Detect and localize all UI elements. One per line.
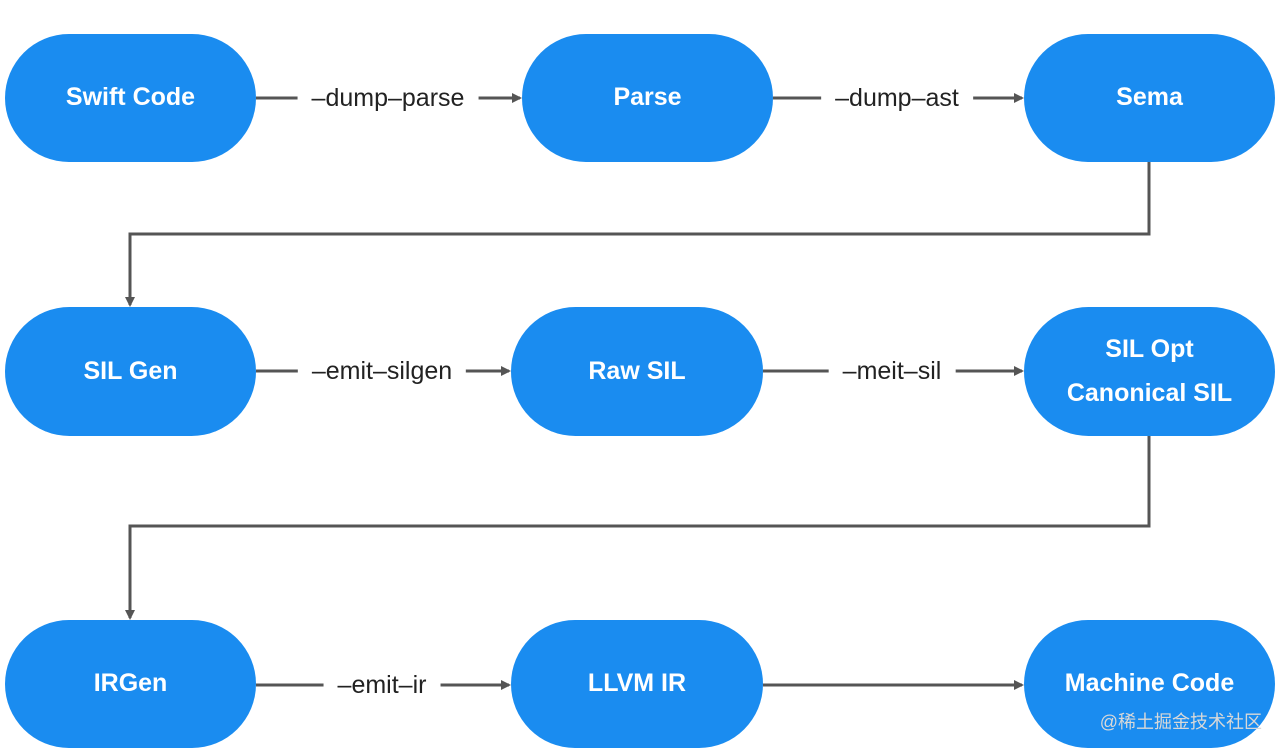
connector-silopt-to-irgen	[125, 436, 1151, 620]
node-sil-opt-label-line2: Canonical SIL	[1066, 378, 1233, 407]
edge-label-dump-ast: –dump–ast	[821, 83, 973, 113]
edge-label-dump-parse: –dump–parse	[297, 83, 479, 113]
node-swift-code-label: Swift Code	[65, 83, 196, 112]
connector-sema-to-silgen	[125, 162, 1151, 307]
edge-label-emit-silgen: –emit–silgen	[297, 356, 467, 386]
node-llvm-ir-label: LLVM IR	[587, 669, 687, 698]
node-irgen-label: IRGen	[93, 669, 168, 698]
node-machine-code-label: Machine Code	[1064, 669, 1235, 698]
edge-label-emit-ir: –emit–ir	[323, 670, 441, 700]
node-sil-gen: SIL Gen	[5, 307, 256, 436]
watermark-text: @稀土掘金技术社区	[1099, 712, 1262, 732]
node-irgen: IRGen	[5, 620, 256, 748]
edge-label-meit-sil: –meit–sil	[828, 356, 956, 386]
node-raw-sil-label: Raw SIL	[588, 356, 686, 385]
node-parse: Parse	[522, 34, 773, 162]
node-parse-label: Parse	[613, 83, 682, 112]
node-raw-sil: Raw SIL	[511, 307, 763, 436]
node-sema: Sema	[1024, 34, 1275, 162]
node-machine-code: Machine Code	[1024, 620, 1275, 748]
node-swift-code: Swift Code	[5, 34, 256, 162]
node-sema-label: Sema	[1116, 83, 1183, 112]
node-llvm-ir: LLVM IR	[511, 620, 763, 748]
node-sil-opt: SIL Opt Canonical SIL	[1024, 307, 1275, 436]
node-sil-gen-label: SIL Gen	[83, 356, 178, 385]
node-sil-opt-label-line1: SIL Opt	[1105, 334, 1194, 363]
